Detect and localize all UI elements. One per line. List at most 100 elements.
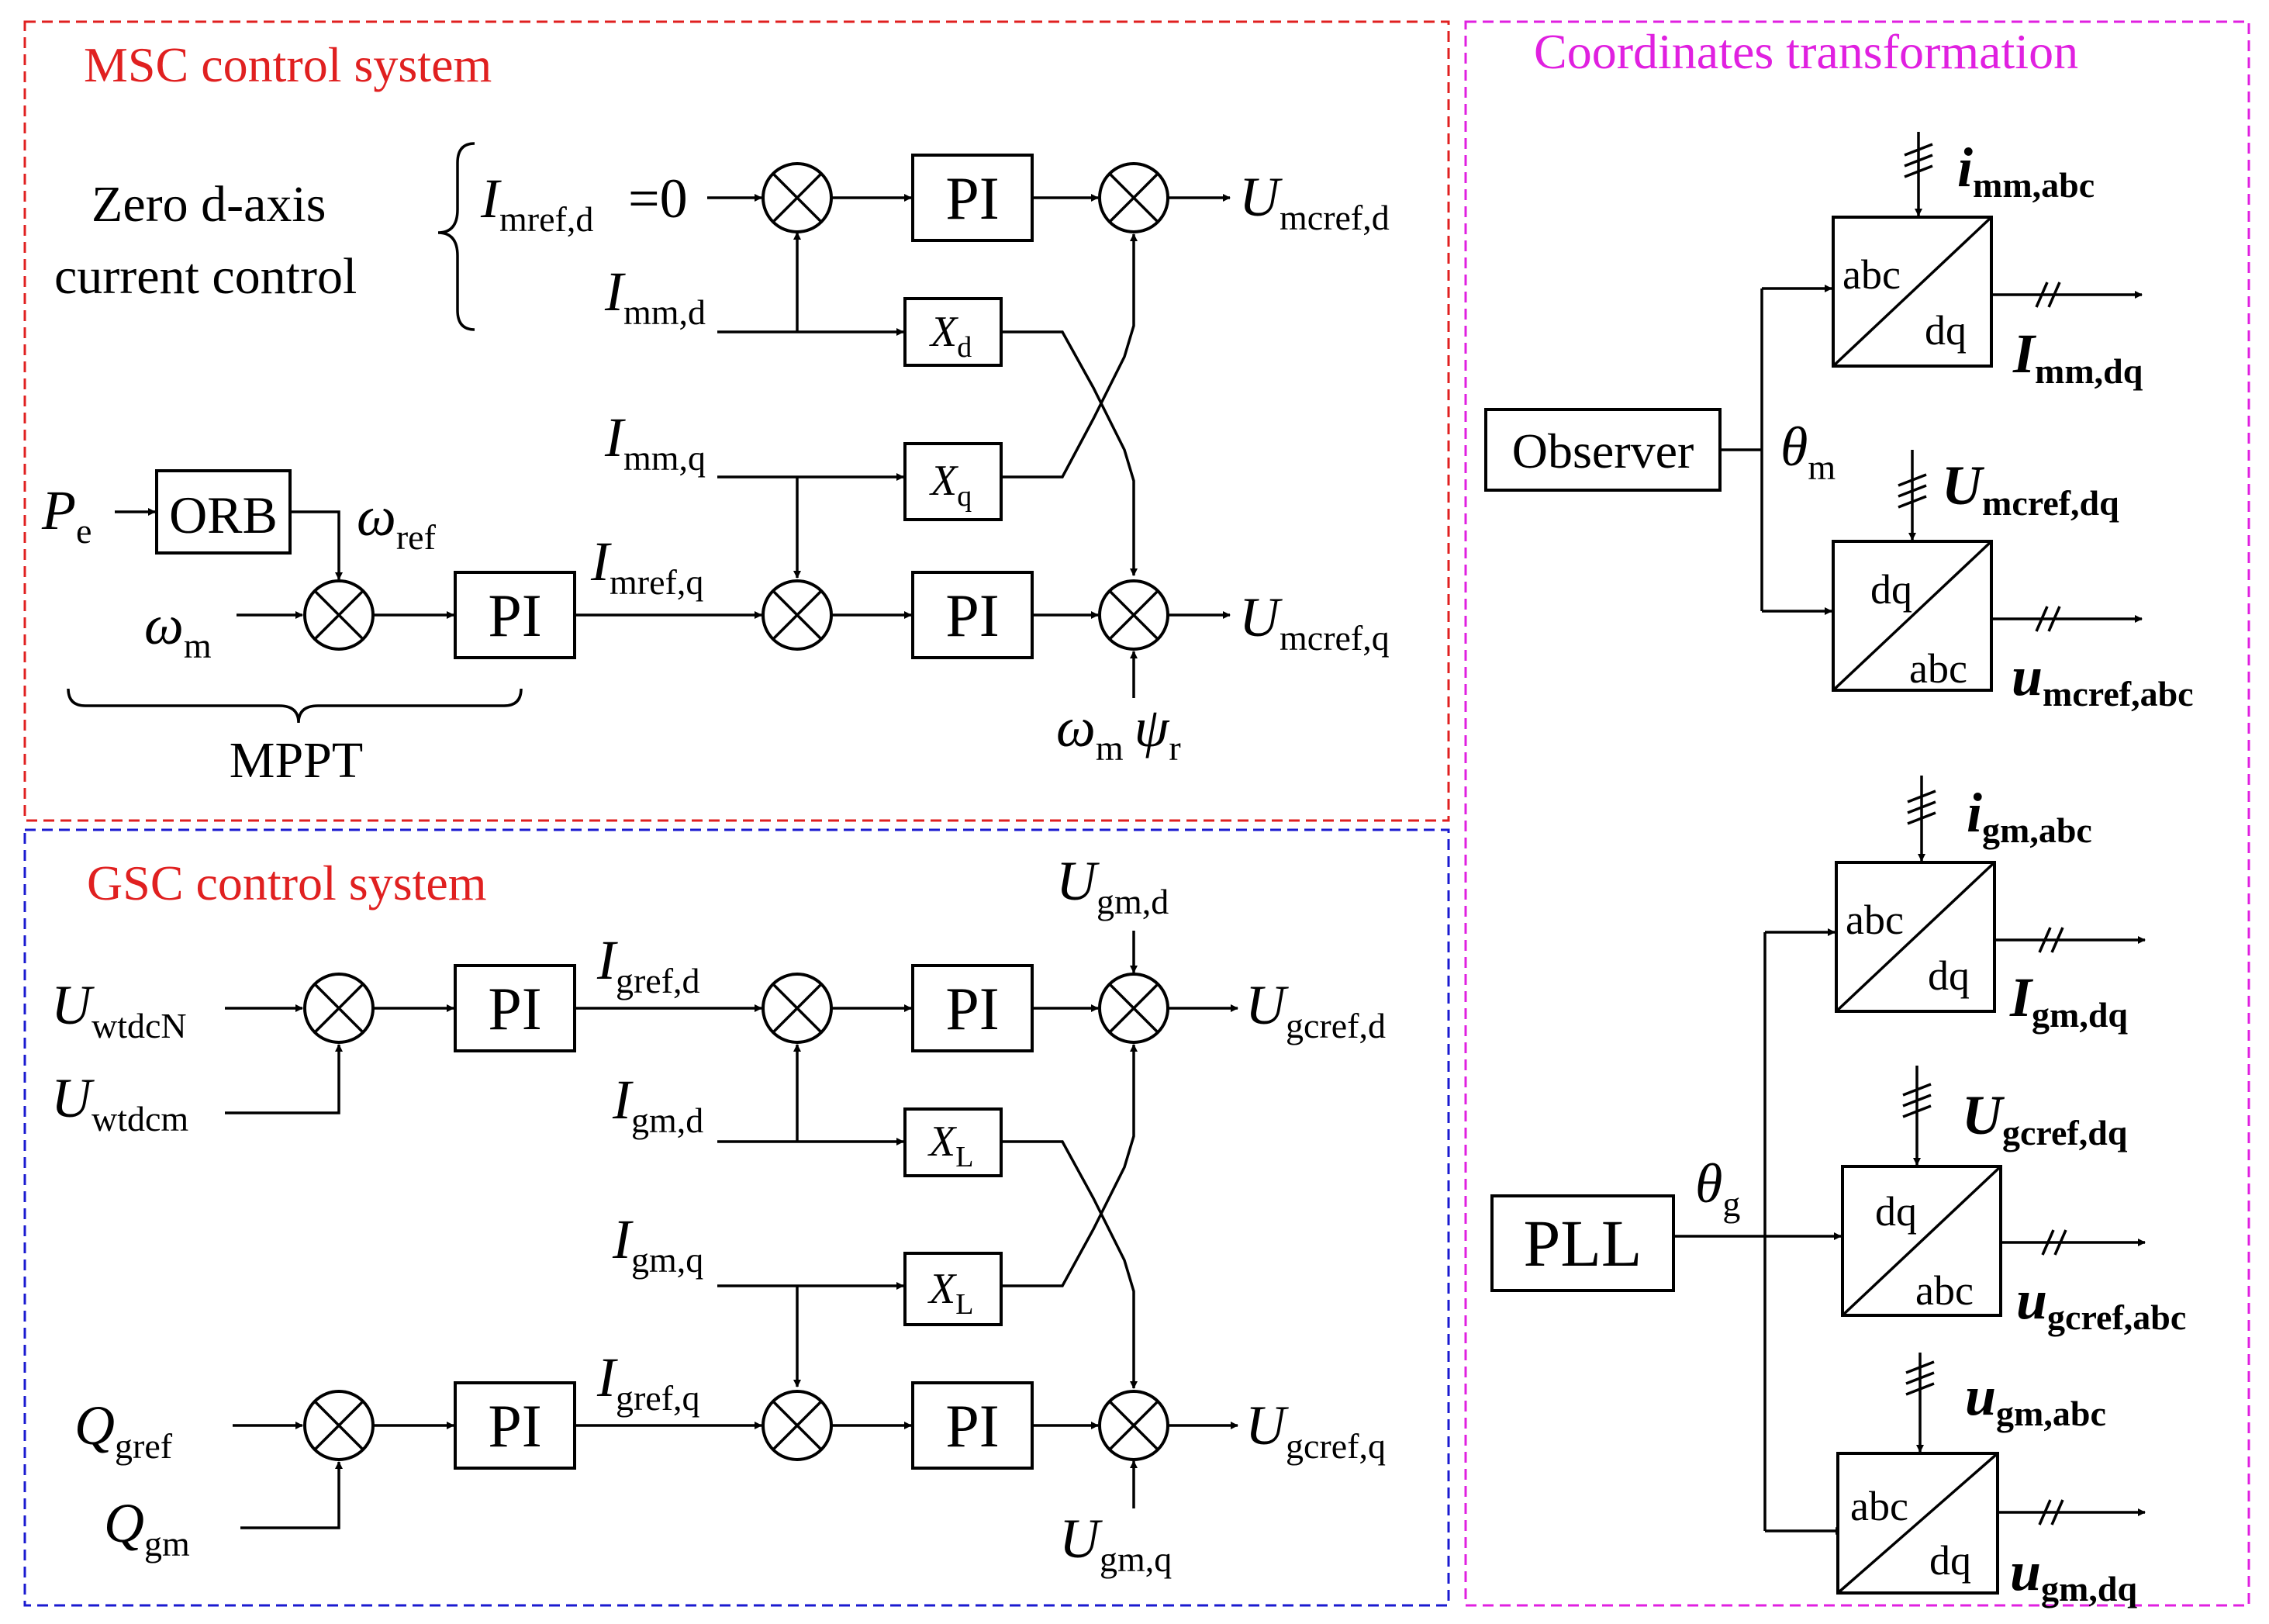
current-control-label: current control (54, 248, 357, 305)
wire-xld-cross (1001, 1140, 1138, 1389)
three-phase-mark-2 (2035, 606, 2061, 632)
transform-igm-abc: abc (1846, 897, 1904, 943)
ugm-abc-label: ugm,abc (1965, 1365, 2106, 1433)
sum-junction-gsc-d2 (1098, 973, 1169, 1044)
igref-q-label: Igref,q (596, 1346, 700, 1418)
transform-ugm-abc: abc (1850, 1483, 1908, 1529)
xq-block (903, 442, 1003, 521)
coord-panel-frame (1464, 20, 2250, 1607)
sum-junction-gsc-dc (303, 973, 375, 1044)
igm-q-label: Igm,q (612, 1208, 703, 1280)
imm-d-label: Imm,d (604, 261, 706, 332)
wref-label: ωref (357, 485, 437, 557)
umcref-q-label: Umcref,q (1239, 586, 1390, 658)
pi-label-gsc-q-outer: PI (488, 1392, 541, 1460)
transform-ugm-diagonal (1836, 1452, 1999, 1595)
wire-orb-sum (290, 510, 343, 580)
imref-d-label: Imref,d =0 (480, 168, 688, 239)
umcref-dq-label: Umcref,dq (1942, 454, 2119, 523)
wire-xq-cross (1001, 233, 1138, 479)
xd-label: Xd (929, 308, 972, 364)
pi-block-gsc-q (911, 1381, 1034, 1470)
xq-label: Xq (929, 457, 972, 513)
ugm-q-label: Ugm,q (1059, 1508, 1172, 1579)
ugcref-d-label: Ugcref,d (1245, 974, 1386, 1045)
wm-label: ωm (144, 594, 212, 665)
three-phase-mark-1 (1904, 143, 1933, 178)
igm-d-label: Igm,d (612, 1069, 703, 1140)
sum-junction-gsc-q2 (1098, 1390, 1169, 1461)
transform-imm-dq: dq (1925, 307, 1967, 354)
ugcref-dq-label: Ugcref,dq (1962, 1084, 2128, 1152)
igref-d-label: Igref,d (596, 929, 700, 1000)
qgm-label: Qgm (104, 1492, 190, 1564)
three-phase-mark-4 (2041, 1229, 2067, 1256)
imref-q-label: Imref,q (590, 530, 703, 602)
xl-block-d (903, 1107, 1003, 1177)
transform-umcref-abc: abc (1909, 645, 1967, 692)
transform-ugcref-abc: abc (1915, 1267, 1974, 1314)
pi-label-gsc-d: PI (945, 975, 999, 1042)
wire-qgm-sum (240, 1461, 343, 1529)
transform-imm-abc: abc (1842, 251, 1901, 298)
xl-label-q: XL (927, 1265, 973, 1321)
wire-uwtdcm-sum (225, 1044, 343, 1114)
observer-label: Observer (1512, 423, 1694, 479)
zero-d-brace (437, 142, 475, 331)
pi-label-gsc-q: PI (945, 1392, 999, 1460)
msc-panel-frame (23, 20, 1450, 822)
zero-d-axis-label: Zero d-axis (92, 176, 326, 233)
coord-title: Coordinates transformation (1534, 24, 2078, 79)
pi-block-gsc-q-outer (454, 1381, 576, 1470)
wire-pll-bus (1673, 932, 1767, 1531)
transform-ugcref-diagonal (1841, 1165, 2002, 1317)
orb-block (155, 469, 292, 555)
transform-umcref-dq: dq (1870, 566, 1912, 613)
sum-junction-msc-d2 (1098, 162, 1169, 233)
sum-junction-msc-d1 (762, 162, 833, 233)
transform-ugcref-dq: dq (1875, 1188, 1917, 1235)
xl-label-d: XL (927, 1118, 973, 1173)
wire-observer-bus (1720, 289, 1763, 611)
umcref-abc-label: umcref,abc (2012, 645, 2194, 714)
pi-label-msc-q: PI (945, 582, 999, 649)
imm-abc-label: imm,abc (1957, 136, 2095, 205)
two-phase-mark-3 (2038, 927, 2064, 953)
transform-imm-diagonal (1832, 216, 1993, 368)
pe-label: Pe (41, 479, 92, 551)
imm-q-label: Imm,q (604, 406, 706, 478)
pi-label-gsc-dc: PI (488, 975, 541, 1042)
orb-label: ORB (169, 485, 278, 544)
pll-block (1490, 1194, 1675, 1292)
two-phase-mark-1 (2035, 282, 2061, 308)
igm-abc-label: igm,abc (1967, 782, 2092, 850)
wire-xlq-cross (1001, 1044, 1138, 1287)
uwtdcm-label: Uwtdcm (51, 1067, 188, 1139)
svg-text:=0: =0 (628, 168, 688, 230)
xl-block-q (903, 1252, 1003, 1326)
pi-label-msc-d: PI (945, 164, 999, 232)
qgref-label: Qgref (74, 1394, 173, 1466)
mppt-brace (67, 688, 523, 724)
imm-dq-label: Imm,dq (2012, 323, 2143, 391)
two-phase-mark-2 (1898, 473, 1927, 509)
gsc-panel-frame (23, 828, 1450, 1607)
sum-junction-gsc-q1 (762, 1390, 833, 1461)
theta-m-label: θm (1780, 416, 1836, 487)
two-phase-mark-4 (1902, 1083, 1932, 1118)
sum-junction-msc-q1 (762, 579, 833, 651)
sum-junction-msc-q2 (1098, 579, 1169, 651)
svg-text:Imref,d: Imref,d (480, 168, 593, 239)
sum-junction-mppt (303, 579, 375, 651)
ugcref-abc-label: ugcref,abc (2016, 1269, 2186, 1337)
umcref-d-label: Umcref,d (1239, 166, 1390, 237)
ugm-dq-label: ugm,dq (2010, 1540, 2137, 1608)
uwtdcn-label: UwtdcN (51, 974, 187, 1045)
transform-ugm-dq: dq (1929, 1537, 1971, 1584)
ugm-d-label: Ugm,d (1056, 850, 1169, 921)
msc-title: MSC control system (84, 37, 492, 92)
wire-xd-cross (1001, 330, 1138, 576)
observer-block (1484, 408, 1722, 492)
